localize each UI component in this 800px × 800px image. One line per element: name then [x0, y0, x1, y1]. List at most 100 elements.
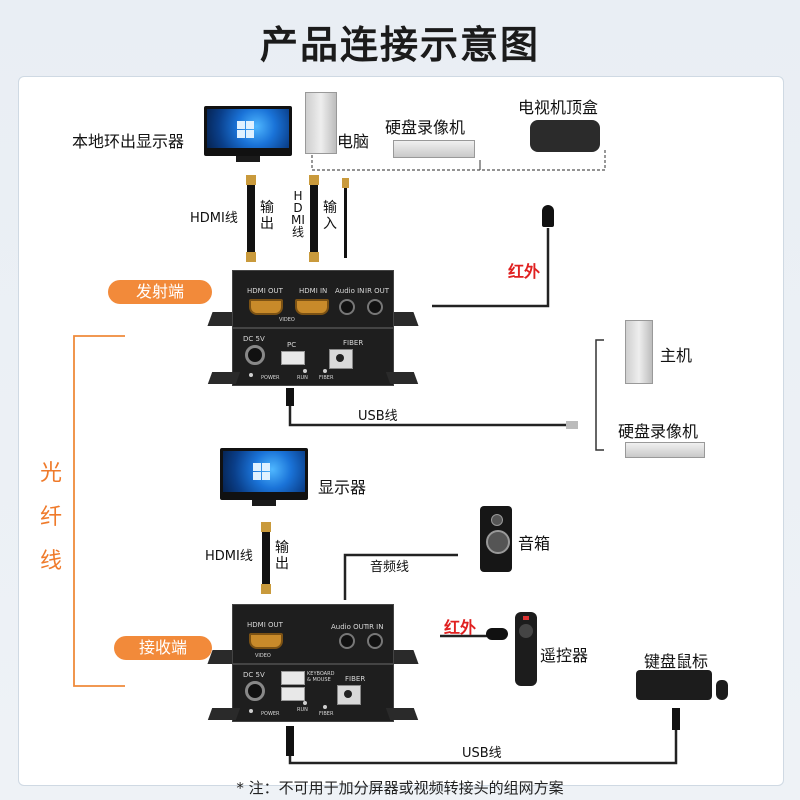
fiber-line: [73, 335, 125, 687]
hdmi-plug-top: [246, 175, 256, 185]
remote-button-red: [523, 616, 529, 620]
rx-audio-out-label: Audio OUT: [331, 623, 369, 631]
top-bus-line: [311, 150, 606, 171]
dvr-right-label: 硬盘录像机: [618, 422, 699, 441]
tx-back-bracket-right: [385, 372, 419, 384]
monitor-2-stand: [252, 500, 276, 506]
page-title: 产品连接示意图: [259, 23, 540, 67]
keyboard: [636, 670, 712, 700]
mouse: [716, 680, 728, 700]
tx-fiber-label: FIBER: [343, 339, 364, 347]
fiber-label: 光纤线: [39, 461, 62, 574]
receiver-back: DC 5V KEYBOARD & MOUSE FIBER POWER RUN F…: [232, 664, 394, 722]
host-label: 主机: [660, 346, 693, 365]
dvr-right-device: [625, 442, 705, 458]
speaker: [480, 506, 512, 572]
hdmi-rx-plug-bottom: [261, 584, 271, 594]
rx-fiber-led-label: FIBER: [319, 711, 334, 717]
tx-fiber-port: [329, 349, 353, 369]
rx-ir-in-label: IR IN: [367, 623, 384, 631]
rx-audio-out-jack: [339, 633, 355, 649]
audio-in-plug: [342, 178, 349, 188]
remote-pad: [519, 624, 533, 638]
host-tower: [625, 320, 653, 384]
rx-dc-port: [245, 681, 265, 701]
rx-ir-in-jack: [367, 633, 383, 649]
speaker-label: 音箱: [518, 534, 551, 553]
diagram-panel: [18, 76, 784, 786]
tx-ir-out-label: IR OUT: [365, 287, 390, 295]
transmitter-front: HDMI OUT HDMI IN VIDEO Audio IN IR OUT: [232, 270, 394, 328]
monitor-2-screen: [223, 451, 305, 492]
ir-top-cable: [432, 228, 550, 308]
tx-ir-out-jack: [367, 299, 383, 315]
usb-cable-1-label: USB线: [358, 409, 398, 424]
usb-plug-right: [566, 421, 578, 429]
display-monitor: [220, 448, 308, 500]
hdmi-cable-in: [310, 182, 318, 258]
pc-tower: [305, 92, 337, 154]
remote-control: [515, 612, 537, 686]
rx-video-label: VIDEO: [255, 653, 271, 659]
rx-usb-port-2: [281, 687, 305, 701]
usb-plug-lower: [286, 726, 294, 756]
dvr-top-label: 硬盘录像机: [385, 118, 466, 137]
set-top-box: [530, 120, 600, 152]
audio-cable: [343, 553, 458, 568]
tx-run-label: RUN: [297, 375, 308, 381]
host-bracket: [595, 339, 604, 451]
audio-cable-label: 音频线: [370, 560, 410, 575]
usb-plug-upper: [286, 388, 294, 406]
speaker-woofer: [486, 530, 510, 554]
tx-pc-label: PC: [287, 341, 297, 349]
tx-hdmi-out-label: HDMI OUT: [247, 287, 283, 295]
remote-label: 遥控器: [540, 646, 589, 665]
rx-back-bracket-right: [385, 708, 419, 720]
usb-cable-2-label: USB线: [462, 746, 502, 761]
tx-audio-in-jack: [339, 299, 355, 315]
transmitter-tag: 发射端: [108, 280, 212, 304]
tx-hdmi-out-port: [249, 299, 283, 315]
tx-back-bracket-left: [207, 372, 241, 384]
tx-video-label: VIDEO: [279, 317, 295, 323]
rx-usb-port-1: [281, 671, 305, 685]
receiver-front: HDMI OUT VIDEO Audio OUT IR IN: [232, 604, 394, 664]
rx-fiber-port: [337, 685, 361, 705]
ir-emitter-head: [542, 205, 554, 227]
usb-plug-keyboard: [672, 708, 680, 730]
keyboard-mouse-label: 键盘鼠标: [644, 652, 709, 671]
output-1-label: 输出: [260, 200, 274, 232]
usb-lower-cable: [288, 720, 678, 765]
transmitter-back: DC 5V PC FIBER POWER RUN FIBER: [232, 328, 394, 386]
rx-hdmi-out-label: HDMI OUT: [247, 621, 283, 629]
hdmi-in-plug-top: [309, 175, 319, 185]
tx-power-led: [249, 373, 253, 377]
monitor-2-label: 显示器: [318, 478, 367, 497]
tx-run-led: [303, 369, 307, 373]
local-monitor-label: 本地环出显示器: [72, 132, 185, 151]
tx-audio-in-label: Audio IN: [335, 287, 365, 295]
receiver-tag: 接收端: [114, 636, 212, 660]
hdmi-cable-1-label: HDMI线: [190, 211, 238, 226]
hdmi-cable-rx: [262, 528, 270, 590]
rx-run-label: RUN: [297, 707, 308, 713]
tx-power-label: POWER: [261, 375, 280, 381]
dvr-top-device: [393, 140, 475, 158]
hdmi-cable-out: [247, 182, 255, 258]
hdmi-plug-bottom: [246, 252, 256, 262]
rx-back-bracket-left: [207, 708, 241, 720]
tx-dc-label: DC 5V: [243, 335, 265, 343]
ir-1-label: 红外: [508, 262, 541, 281]
rx-fiber-led: [323, 705, 327, 709]
tx-dc-port: [245, 345, 265, 365]
hdmi-rx-plug-top: [261, 522, 271, 532]
rx-fiber-label: FIBER: [345, 675, 366, 683]
tx-fiber-led: [323, 369, 327, 373]
tx-pc-usb-port: [281, 351, 305, 365]
ir-receiver-head: [486, 628, 508, 640]
rx-hdmi-out-port: [249, 633, 283, 649]
rx-dc-label: DC 5V: [243, 671, 265, 679]
rx-kbm-label: KEYBOARD & MOUSE: [307, 671, 335, 683]
